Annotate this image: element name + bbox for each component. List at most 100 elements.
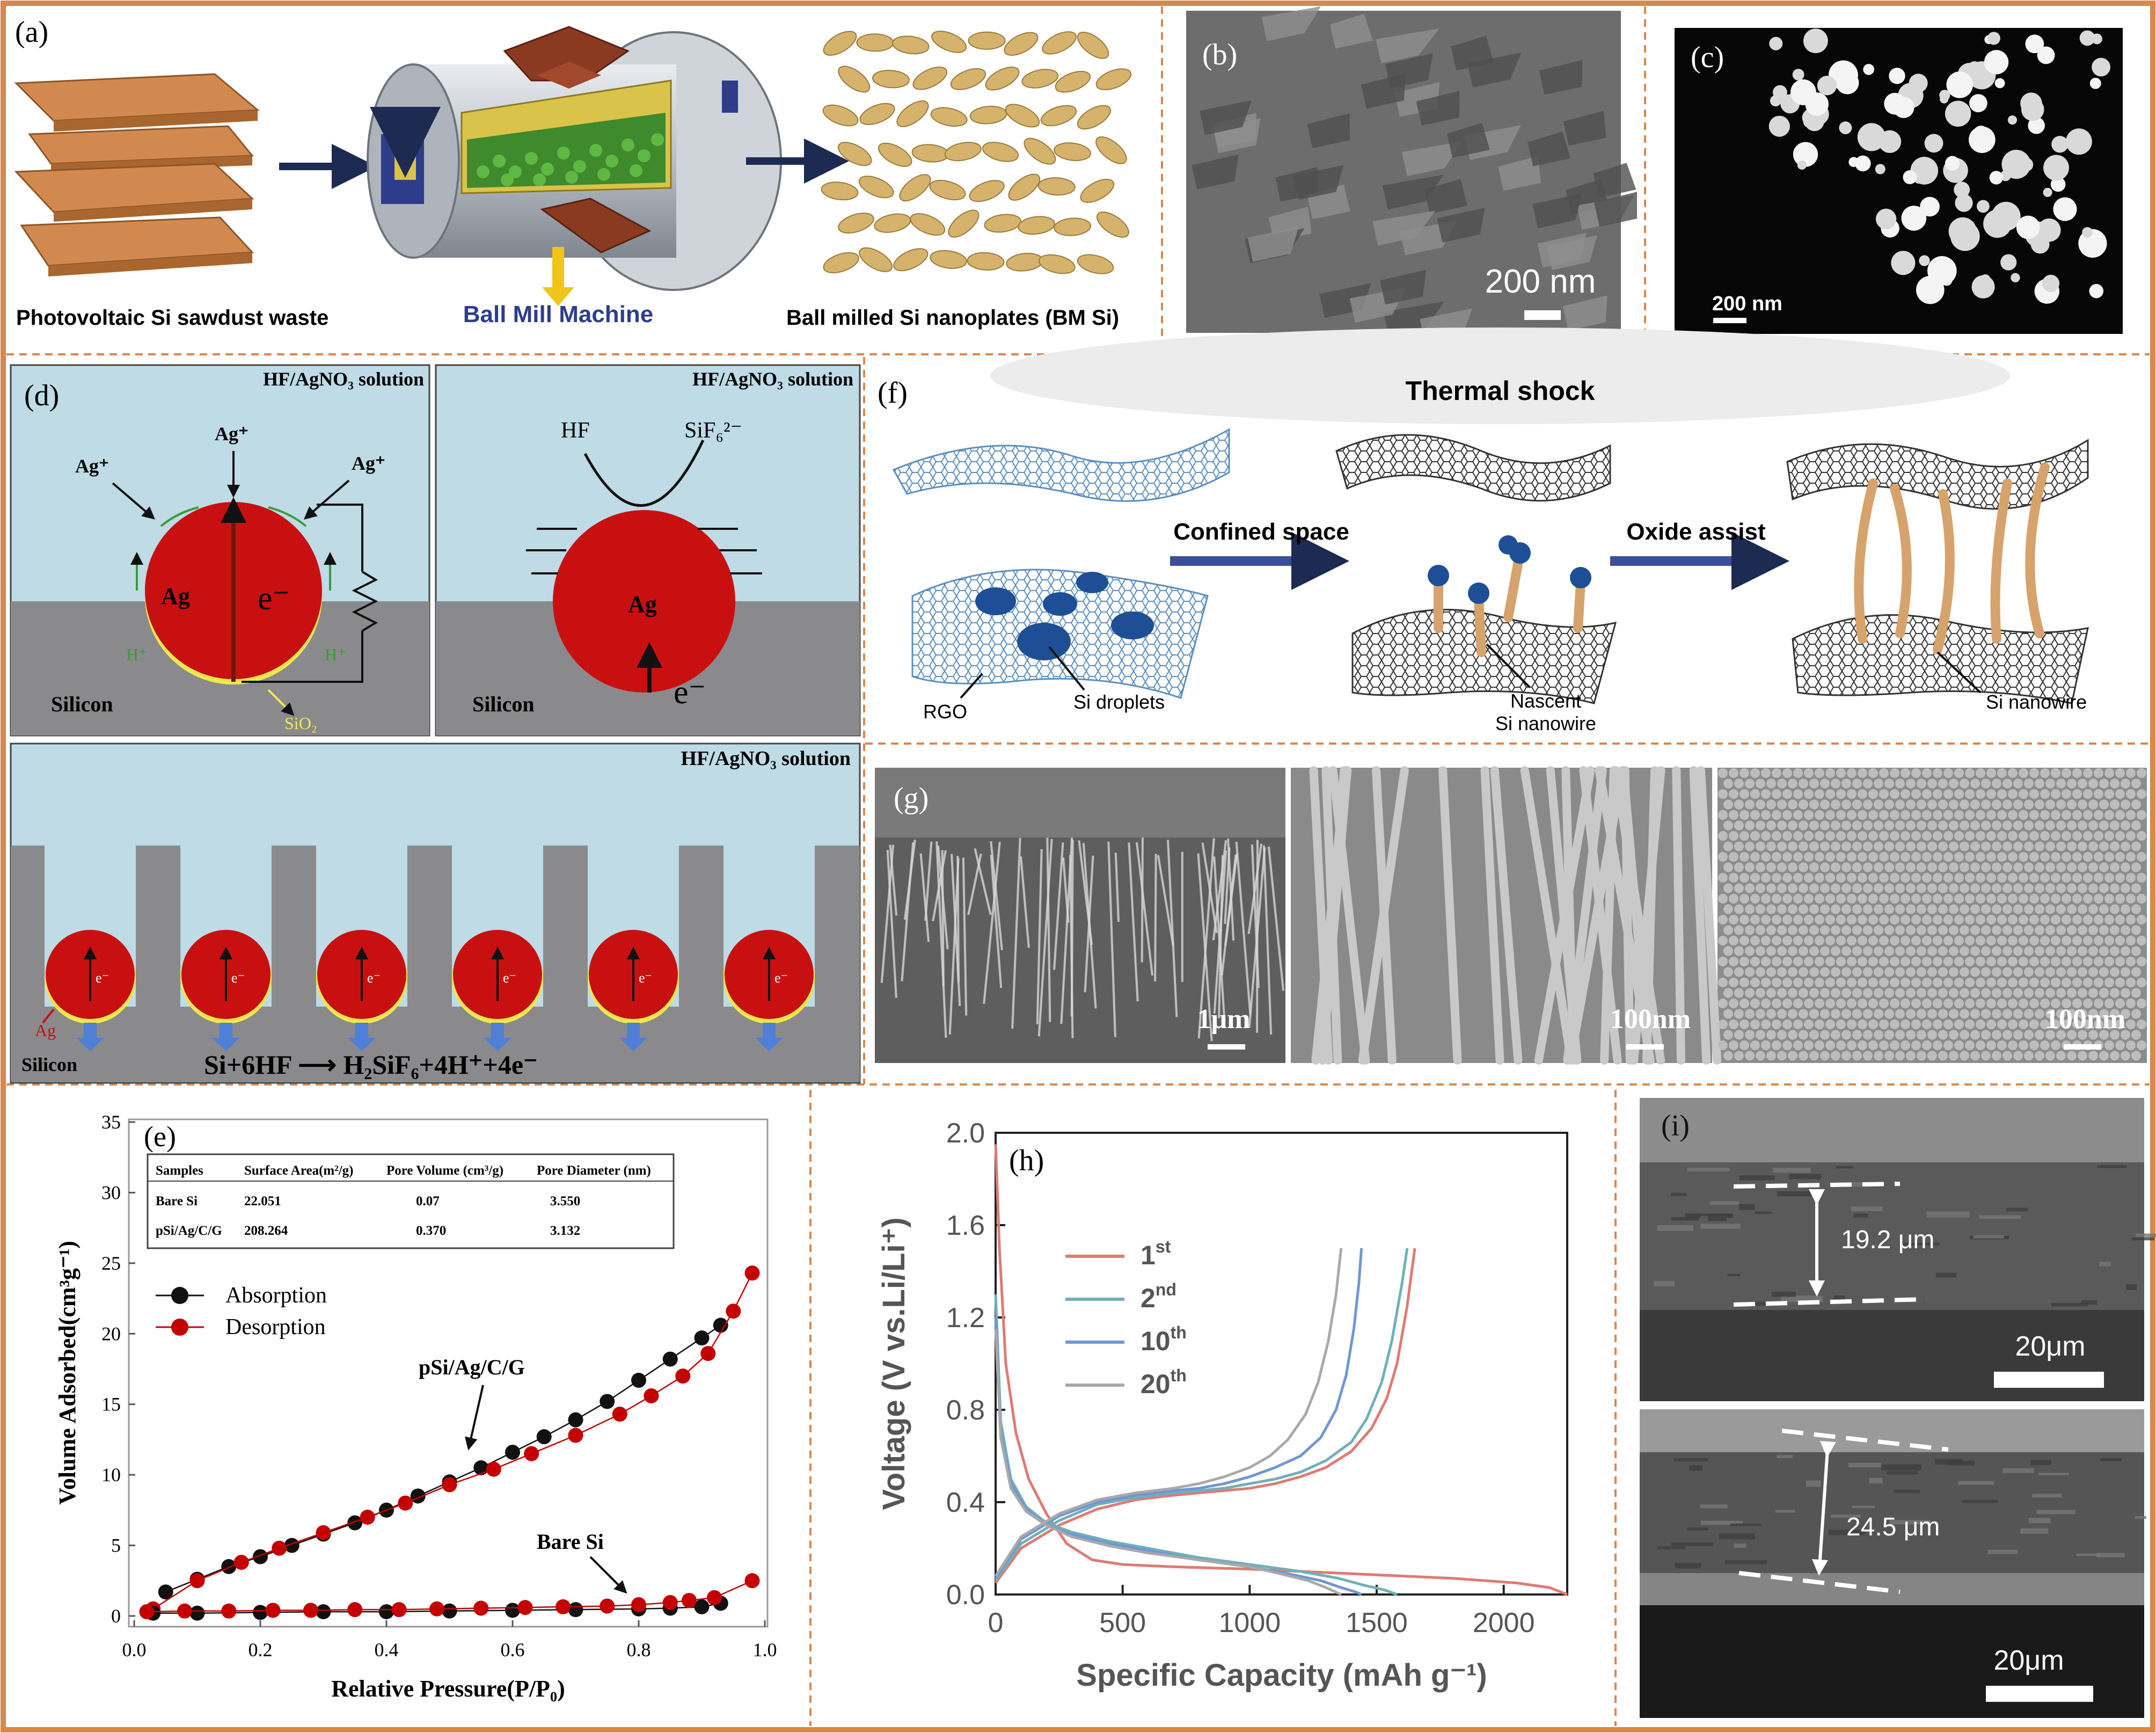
y-tick-label: 35	[101, 1111, 121, 1133]
panel-f-label: (f)	[878, 376, 908, 410]
rgo-sheets	[892, 428, 1230, 699]
data-point	[473, 1600, 489, 1616]
y-tick-label: 0	[111, 1605, 121, 1627]
nascent-stage	[1335, 434, 1617, 704]
panel-b: (b) 200 nm	[1186, 6, 1638, 344]
panel-c-scale-label: 200 nm	[1712, 293, 1782, 315]
panel-g-scale3: 100nm	[2045, 1004, 2125, 1035]
electron-label-left: e⁻	[258, 580, 290, 617]
si-nanoplates	[821, 31, 1132, 274]
table-cell: 0.07	[416, 1194, 440, 1208]
panel-a-product-caption: Ball milled Si nanoplates (BM Si)	[786, 306, 1119, 330]
data-point	[429, 1601, 444, 1617]
x-tick-label: 0.6	[501, 1639, 525, 1661]
panel-g-scale2: 100nm	[1610, 1004, 1691, 1035]
y-tick-label: 10	[101, 1464, 121, 1486]
x-tick-label: 0.4	[375, 1639, 399, 1661]
sio2-label: SiO₂	[284, 713, 317, 733]
hplus-label-2: H⁺	[325, 645, 346, 664]
x-tick-label: 1000	[1218, 1607, 1281, 1639]
y-tick-label: 1.6	[946, 1210, 985, 1241]
data-point	[568, 1602, 583, 1618]
panel-e-legend: Absorption Desorption	[156, 1283, 327, 1339]
legend-entry: 1st	[1141, 1237, 1171, 1270]
data-point	[189, 1605, 205, 1621]
table-header-pore-volume: Pore Volume (cm³/g)	[386, 1163, 503, 1178]
panel-a-label: (a)	[15, 16, 48, 49]
panel-b-label: (b)	[1202, 38, 1237, 71]
panel-i: (i) 19.2 μm 20μm 24.5 μm 20μm	[1640, 1098, 2156, 1718]
cycle-discharge-curve	[994, 1144, 1568, 1596]
hf-label: HF	[561, 418, 590, 443]
data-point	[694, 1599, 710, 1614]
panel-c-scale-bar	[1713, 318, 1746, 323]
silicon-label-left: Silicon	[51, 692, 113, 716]
y-tick-label: 30	[101, 1182, 121, 1203]
panel-g: (g) 1μm 100nm 100nm	[875, 766, 2147, 1065]
label-si-droplets: Si droplets	[1073, 691, 1165, 713]
data-point	[568, 1412, 583, 1428]
y-tick-label: 1.2	[946, 1302, 985, 1334]
silicon-label-right: Silicon	[472, 692, 535, 716]
ag-label-right: Ag	[628, 591, 657, 617]
x-tick-label: 500	[1099, 1607, 1146, 1639]
etch-reaction: Si+6HF ⟶ H₂SiF₆+4H⁺+4e⁻	[204, 1050, 537, 1080]
panel-h-plot-frame	[995, 1132, 1568, 1596]
data-point	[316, 1525, 331, 1540]
panel-e-label: (e)	[144, 1120, 176, 1153]
data-point	[556, 1599, 571, 1614]
data-point	[744, 1573, 760, 1589]
panel-h-xlabel: Specific Capacity (mAh g⁻¹)	[1076, 1658, 1487, 1693]
y-tick-label: 15	[101, 1394, 121, 1415]
data-point	[726, 1304, 741, 1319]
data-point	[700, 1346, 716, 1361]
panel-h-label: (h)	[1009, 1144, 1044, 1177]
annotation-bare-si: Bare Si	[537, 1530, 604, 1554]
data-point	[473, 1460, 489, 1475]
cycle-discharge-curve	[994, 1317, 1362, 1596]
ag-ion-3: Ag⁺	[352, 453, 385, 474]
y-tick-label: 5	[111, 1535, 121, 1556]
data-point	[189, 1573, 205, 1589]
panel-b-scale-label: 200 nm	[1485, 263, 1596, 300]
panel-f: (f) Thermal shock Confined space	[872, 327, 2147, 738]
data-point	[379, 1604, 394, 1620]
solution-label-left: HF/AgNO₃ solution	[263, 368, 424, 390]
panel-g-label: (g)	[894, 782, 929, 815]
panel-e-xlabel: Relative Pressure(P/P₀)	[331, 1676, 565, 1702]
legend-desorption: Desorption	[225, 1315, 326, 1339]
table-cell: 3.550	[550, 1194, 580, 1208]
data-point	[536, 1429, 552, 1445]
panel-d-label: (d)	[24, 379, 59, 412]
cycle-charge-curve	[994, 1248, 1416, 1584]
thermal-shock-title: Thermal shock	[1406, 376, 1595, 406]
step-confined-space: Confined space	[1173, 519, 1349, 545]
ag-particle-right	[553, 510, 735, 693]
panel-i-scale1: 20μm	[2015, 1331, 2085, 1362]
sem-flakes-texture	[1192, 6, 1638, 344]
nanowire-mesh-texture	[1309, 766, 1722, 1065]
panel-c: (c) 200 nm	[1675, 28, 2123, 334]
electrode-cross-section-texture	[1654, 1165, 2156, 1569]
label-nascent-nanowire: Si nanowire	[1495, 712, 1596, 734]
annotation-psi: pSi/Ag/C/G	[419, 1355, 525, 1379]
svg-text:e⁻: e⁻	[503, 970, 516, 986]
legend-entry: 10th	[1141, 1323, 1187, 1356]
step-oxide-assist: Oxide assist	[1626, 519, 1766, 545]
nanoparticle-texture	[1718, 768, 2146, 1061]
data-point	[158, 1584, 173, 1600]
cycle-charge-curve	[994, 1248, 1409, 1582]
panel-a: (a)	[14, 16, 1132, 330]
data-point	[505, 1603, 520, 1618]
x-tick-label: 0.8	[627, 1639, 651, 1661]
panel-i-scale2: 20μm	[1993, 1645, 2064, 1676]
x-tick-label: 1500	[1346, 1607, 1408, 1639]
data-point	[398, 1495, 413, 1511]
data-point	[391, 1602, 407, 1618]
nanowire-forest-texture	[875, 768, 1285, 1042]
